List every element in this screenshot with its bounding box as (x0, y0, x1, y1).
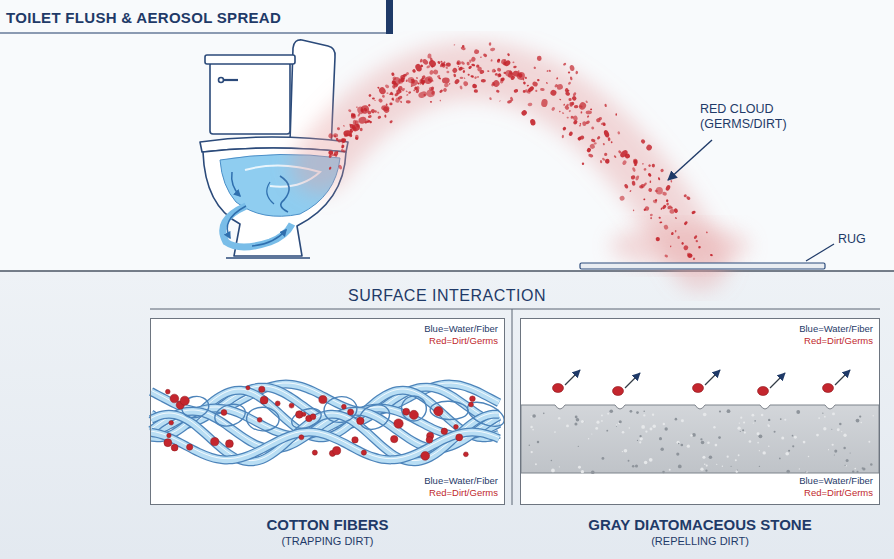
bottom-ground (0, 271, 894, 559)
key-text: Red=Dirt/Germs (804, 336, 873, 347)
key-text: Blue=Water/Fiber (799, 324, 873, 335)
germ-cloud (320, 42, 750, 268)
heading-rule (150, 309, 880, 310)
surface-panel: Blue=Water/FiberRed=Dirt/GermsBlue=Water… (150, 318, 505, 505)
panel-subcaption: (REPELLING DIRT) (521, 535, 879, 548)
key-text: Red=Dirt/Germs (429, 336, 498, 347)
leader-line (806, 244, 834, 261)
key-text: Blue=Water/Fiber (799, 476, 873, 487)
panel-ground (150, 318, 505, 505)
diatomaceous-stone (521, 370, 879, 474)
diagram-title: TOILET FLUSH & AEROSOL SPREAD (6, 9, 281, 26)
rug (580, 263, 825, 269)
section-divider (0, 270, 894, 272)
panel-ground (520, 318, 880, 505)
panel-divider (512, 309, 513, 505)
section-heading: SURFACE INTERACTION (348, 286, 546, 305)
key-text: Blue=Water/Fiber (424, 476, 498, 487)
title-bar (386, 0, 393, 34)
surface-panel: Blue=Water/FiberRed=Dirt/GermsBlue=Water… (520, 318, 880, 505)
cotton-fibers (151, 383, 508, 462)
panel-caption: COTTON FIBERS (151, 516, 504, 533)
title-rule (0, 32, 388, 33)
callout-label: RUG (838, 232, 866, 247)
panel-caption: GRAY DIATOMACEOUS STONE (521, 516, 879, 533)
key-text: Red=Dirt/Germs (429, 488, 498, 499)
callout-label: RED CLOUD (GERMS/DIRT) (700, 102, 812, 132)
panel-subcaption: (TRAPPING DIRT) (151, 535, 504, 548)
leader-arrow (668, 140, 712, 180)
key-text: Red=Dirt/Germs (804, 488, 873, 499)
top-ground (0, 0, 894, 271)
key-text: Blue=Water/Fiber (424, 324, 498, 335)
